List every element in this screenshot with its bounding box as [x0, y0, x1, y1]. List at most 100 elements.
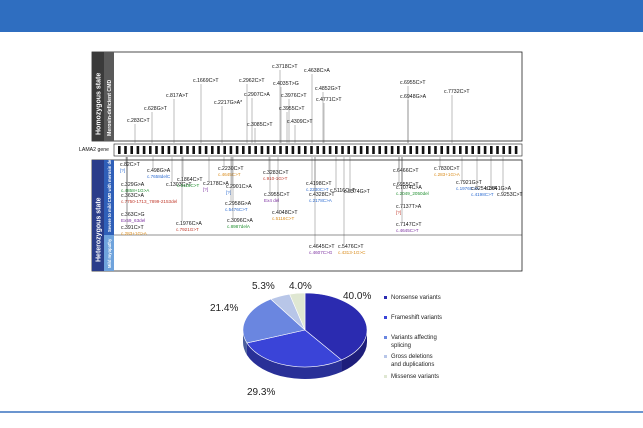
heterozygous-variant-label: c.7137T>A — [396, 204, 422, 210]
heterozygous-paired-variant: c.4313-1G>C — [338, 250, 366, 255]
heterozygous-variant-label: c.6466C>T — [393, 168, 419, 174]
exon-mark — [297, 146, 301, 154]
heterozygous-variant-label: c.8254C>A — [471, 186, 497, 192]
legend-swatch — [384, 336, 387, 339]
exon-mark — [421, 146, 425, 154]
exon-mark — [291, 146, 295, 154]
heterozygous-variant-label: c.3096C>A — [227, 218, 253, 224]
heterozygous-variant-label: c.329G>A — [121, 182, 145, 188]
heterozygous-variant-label: c.2230C>T — [218, 166, 244, 172]
exon-mark — [186, 146, 189, 154]
legend-label: Variants affecting — [391, 335, 437, 341]
heterozygous-variant-labels: c.82C>T[?]c.329G>Ac.4858+1G>Ac.363C>Ac.7… — [120, 157, 523, 255]
heterozygous-variant-label: c.7074C>A — [396, 185, 422, 191]
homozygous-variant-label: c.4771C>T — [316, 97, 342, 103]
exon-mark — [378, 146, 381, 154]
exon-mark — [242, 146, 245, 154]
exon-mark — [403, 146, 406, 154]
pie-percent-label: 40.0% — [343, 291, 371, 302]
exon-mark — [508, 146, 512, 154]
exon-mark — [266, 146, 270, 154]
exon-mark — [223, 146, 226, 154]
heterozygous-paired-variant: [?] — [226, 190, 231, 195]
legend-label: Missense variants — [391, 374, 439, 380]
homozygous-panel — [91, 51, 523, 142]
exon-mark — [397, 146, 400, 154]
legend-label: Nonsense variants — [391, 295, 441, 301]
heterozygous-paired-variant: c.910-1G>T — [263, 176, 288, 181]
legend-swatch — [384, 316, 387, 319]
exon-mark — [477, 146, 481, 154]
heterozygous-variant-label: c.4048C>T — [272, 210, 298, 216]
heterozygous-variant-label: c.5116C>T — [330, 188, 356, 194]
heterozygous-variant-label: c.5476C>T — [338, 244, 364, 250]
heterozygous-paired-variant: c.2178C>A — [309, 198, 333, 203]
heterozygous-variant-label: c.2178C>A — [203, 181, 229, 187]
exon-mark — [279, 146, 282, 154]
homozygous-variant-label: c.2217G>A* — [214, 100, 242, 106]
exon-mark — [167, 146, 171, 154]
heterozygous-paired-variant: [?] — [203, 187, 208, 192]
homozygous-label: Homozygous state — [96, 73, 103, 135]
heterozygous-variant-label: c.6955C>T — [393, 182, 419, 188]
exon-mark — [434, 146, 437, 154]
exon-mark — [136, 146, 140, 154]
heterozygous-variant-label: c.498G>A — [147, 168, 171, 174]
exon-mark — [254, 146, 257, 154]
exon-mark — [428, 146, 431, 154]
exon-mark — [124, 146, 127, 154]
heterozygous-variant-label: c.1864C>T — [177, 177, 203, 183]
exon-mark — [155, 146, 158, 154]
homozygous-variant-label: c.2962C>T — [239, 78, 265, 84]
heterozygous-paired-variant: c.1976C>A — [456, 186, 480, 191]
heterozygous-paired-variant: c.4858+1G>A — [121, 188, 150, 193]
heterozygous-variant-label: c.2958G>A — [225, 201, 252, 207]
heterozygous-variant-label: c.4645C>T — [309, 244, 335, 250]
pie-slice-side — [341, 330, 367, 372]
homozygous-variant-label: c.3085C>T — [247, 122, 273, 128]
exon-mark — [502, 146, 505, 154]
heterozygous-variant-label: c.4328C>T — [309, 192, 335, 198]
homozygous-variant-label: c.3976C>T — [281, 93, 307, 99]
homozygous-variant-label: c.4035T>G — [273, 81, 299, 87]
heterozygous-variant-label: c.1303C>T — [166, 182, 192, 188]
pie-slice — [246, 329, 343, 368]
homozygous-variant-labels: c.283C>Tc.628G>Tc.817A>Tc.1669C>Tc.2217G… — [127, 64, 470, 143]
heterozygous-paired-variant: [?] — [120, 168, 125, 173]
exon-mark — [384, 146, 388, 154]
heterozygous-paired-variant: c.4198C>T — [471, 192, 494, 197]
exon-mark — [285, 146, 288, 154]
pie-percent-label: 5.3% — [252, 281, 275, 292]
exon-mark — [204, 146, 208, 154]
merosin-label: Merosin-deficient CMD — [107, 80, 113, 136]
homozygous-variant-label: c.817A>T — [166, 93, 189, 99]
exon-mark — [496, 146, 499, 154]
legend-swatch — [384, 296, 387, 299]
heterozygous-paired-variant: c.283+1G>A — [121, 231, 148, 236]
gene-label: LAMA2 gene — [79, 147, 109, 153]
exon-mark — [471, 146, 474, 154]
exon-mark — [310, 146, 313, 154]
exon-mark — [248, 146, 251, 154]
exon-mark — [446, 146, 450, 154]
heterozygous-paired-variant: c.4645C>T — [396, 228, 419, 233]
heterozygous-paired-variant: c.8987delA — [227, 224, 251, 229]
homozygous-variant-label: c.7732C>T — [444, 89, 470, 95]
heterozygous-paired-variant: c.2230C>T — [306, 187, 329, 192]
exon-mark — [229, 146, 233, 154]
heterozygous-paired-variant: c.7658delC — [147, 174, 171, 179]
heterozygous-variant-label: c.363C>A — [121, 193, 144, 199]
heterozygous-paired-variant: [?] — [396, 210, 401, 215]
homozygous-variant-label: c.6955C>T — [400, 80, 426, 86]
homozygous-variant-label: c.6948G>A — [400, 94, 427, 100]
exon-mark — [235, 146, 239, 154]
exon-mark — [465, 146, 468, 154]
heterozygous-variant-label: c.9253C>T — [497, 192, 523, 198]
heterozygous-label: Heterozygous state — [96, 197, 103, 262]
mild-label: Mild myopathy — [107, 238, 112, 268]
homozygous-variant-label: c.4309C>T — [287, 119, 313, 125]
heterozygous-paired-variant: c.2049_2050del — [396, 191, 429, 196]
pie-slice-side — [246, 342, 342, 379]
homozygous-variant-label: c.4638C>A — [304, 68, 330, 74]
